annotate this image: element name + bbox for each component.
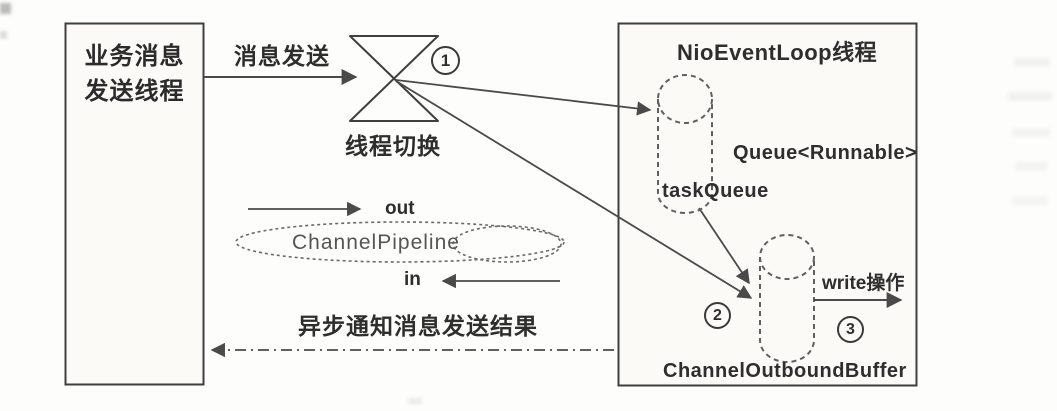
message-send-label: 消息发送 [234,43,330,69]
business-thread-title-line1: 业务消息 [84,43,185,70]
business-thread-title: 业务消息 发送线程 [67,36,202,106]
queue-runnable-label: Queue<Runnable> [733,142,918,164]
step-2-marker: 2 [704,302,731,329]
nioeventloop-box [617,22,918,387]
taskqueue-label: taskQueue [662,180,769,202]
to-taskqueue-arrow [395,79,652,116]
to-outbound-buffer-arrow [395,80,753,299]
thread-switch-hourglass [349,35,439,122]
outbound-buffer-label: ChannelOutboundBuffer [663,360,907,382]
taskqueue-cylinder [657,74,713,214]
channelpipeline-inner-ellipse [452,225,562,263]
pipeline-out-label: out [385,198,415,219]
channelpipeline-ellipse [235,221,565,263]
step-3-marker: 3 [837,316,864,343]
outbound-buffer-cylinder [759,234,815,363]
business-thread-box [64,22,205,386]
async-result-label: 异步通知消息发送结果 [298,313,538,339]
nioeventloop-title: NioEventLoop线程 [677,40,878,65]
taskqueue-to-buffer-arrow [698,207,750,285]
step-1-marker: 1 [431,46,460,75]
channelpipeline-label: ChannelPipeline [292,231,460,254]
business-thread-title-line2: 发送线程 [84,78,185,105]
pipeline-in-label: in [404,269,421,290]
thread-switch-label: 线程切换 [345,133,441,159]
write-operation-label: write操作 [822,273,905,294]
